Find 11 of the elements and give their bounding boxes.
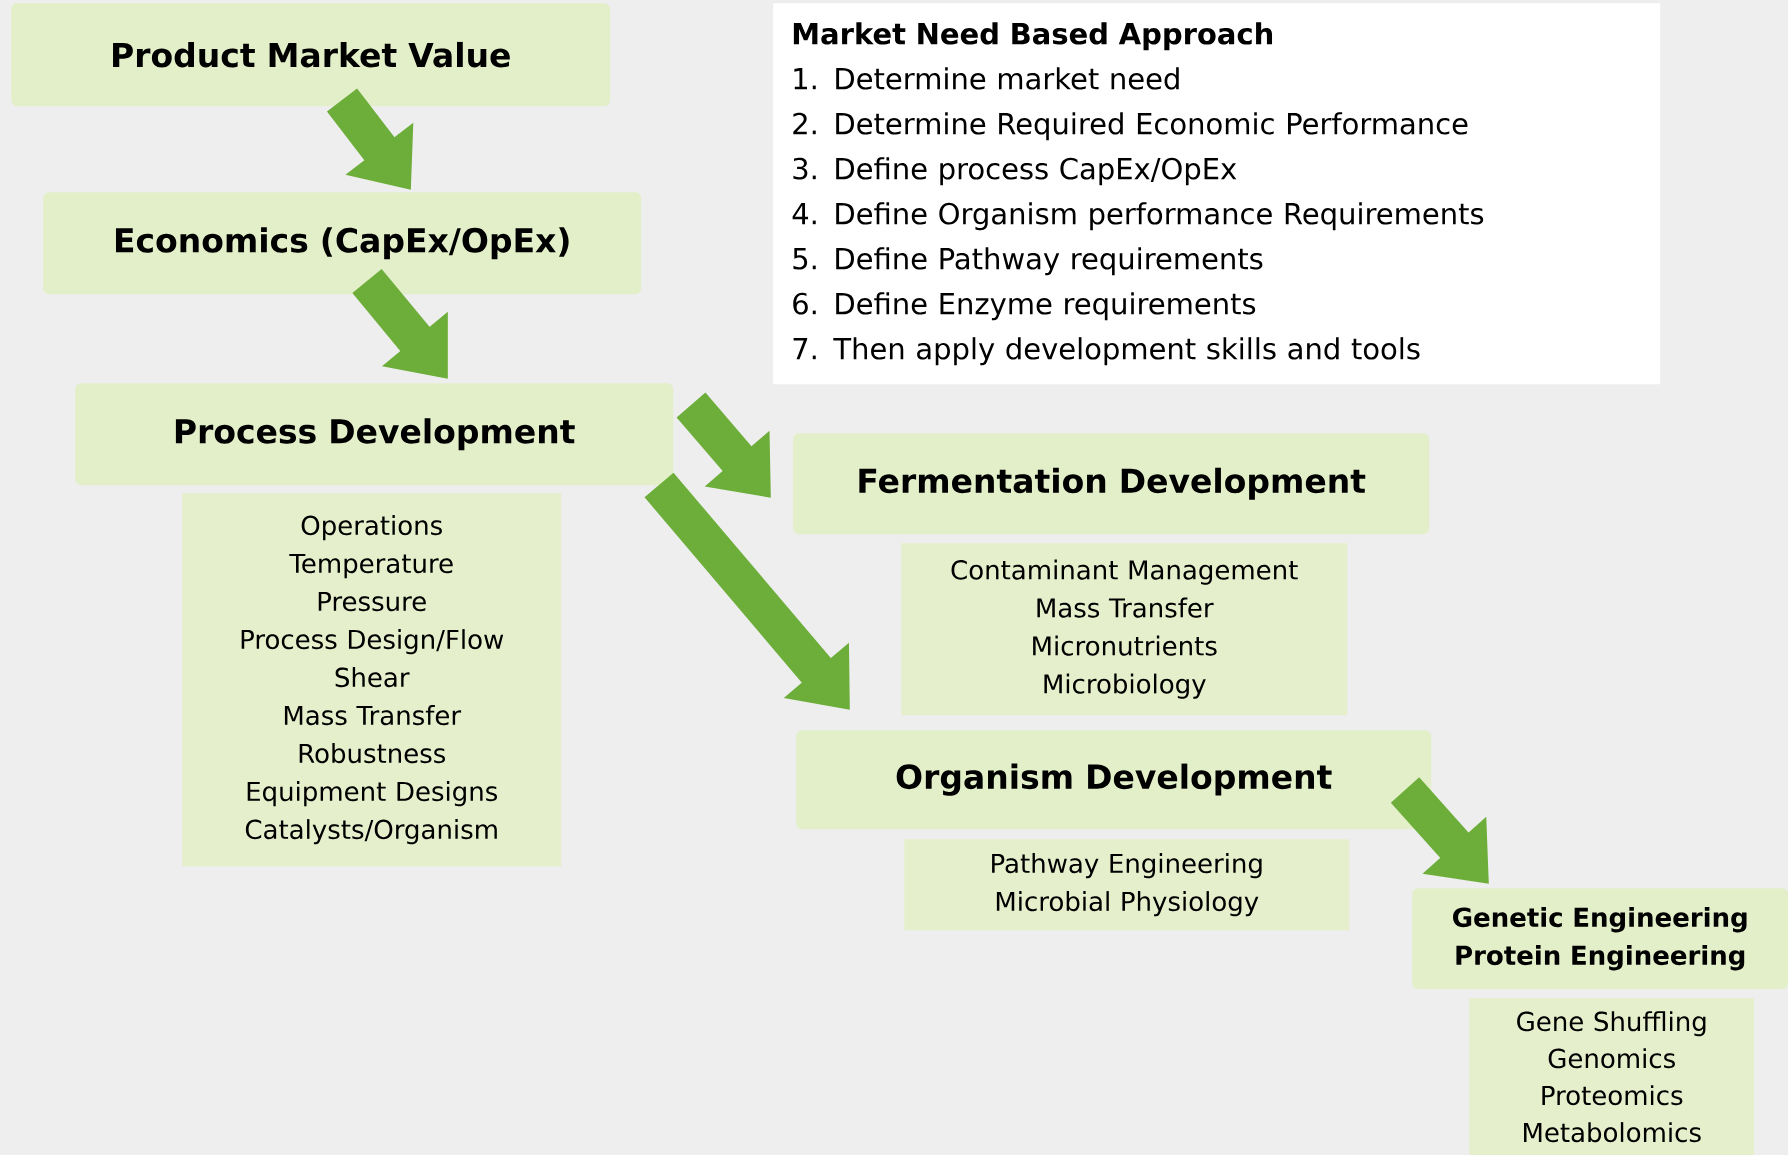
process-box: Product Market Value	[11, 3, 611, 107]
process-box: Fermentation Development	[793, 433, 1430, 535]
process-box: Genetic Engineering Protein Engineering	[1412, 888, 1788, 990]
list-box: Gene Shuffling Genomics Proteomics Metabolomics	[1469, 998, 1755, 1155]
text-box: Market Need Based Approach 1. Determine market need 2. Determine Required Economic Performance 3. Define process CapEx/OpEx 4. Define Organism performance Requirements 5. Define Pathway requirements 6. Define Enzyme requirements 7. Then apply development skills and tools	[773, 3, 1661, 385]
process-box: Organism Development	[796, 730, 1432, 830]
process-box: Economics (CapEx/OpEx)	[43, 192, 642, 295]
list-box: Pathway Engineering Microbial Physiology	[904, 839, 1350, 931]
process-box: Process Development	[75, 383, 674, 486]
list-box: Contaminant Management Mass Transfer Micronutrients Microbiology	[901, 543, 1348, 716]
list-box: Operations Temperature Pressure Process Design/Flow Shear Mass Transfer Robustness Equipment Designs Catalysts/Organism	[182, 493, 562, 867]
